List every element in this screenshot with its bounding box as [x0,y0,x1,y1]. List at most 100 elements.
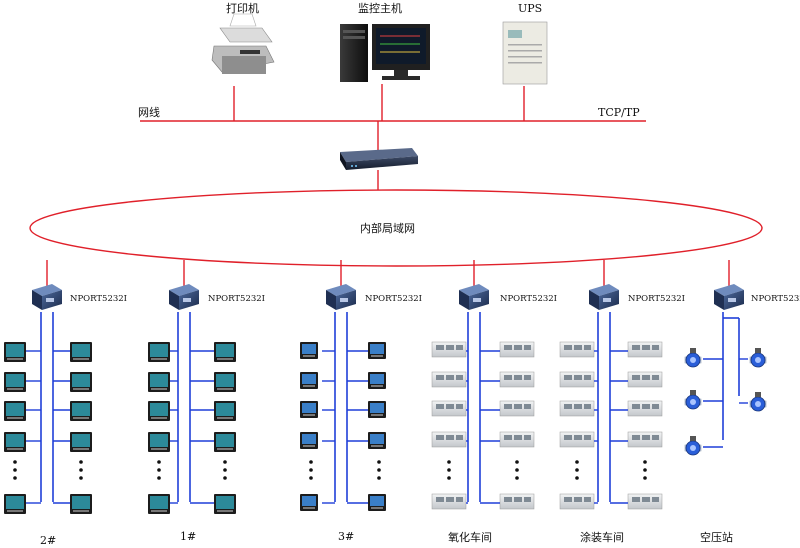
ellipsis-dot [643,460,647,464]
printer-icon [211,13,275,74]
ellipsis-dot [575,476,579,480]
nport-converter-icon [169,284,199,310]
din-rail-meter-icon [499,341,535,358]
ellipsis-dot [447,460,451,464]
ellipsis-dot [515,460,519,464]
power-meter-icon [70,432,92,452]
ethernet-backbone [140,84,646,190]
group-name-label: 氧化车间 [448,530,492,544]
din-rail-meter-icon [559,341,595,358]
device-group-氧化车间: NPORT5232I 氧化车间 [431,260,557,544]
power-meter-icon [148,372,170,392]
power-meter-blue-icon [368,372,386,389]
ellipsis-dot [575,468,579,472]
power-meter-icon [148,401,170,421]
group-name-label: 1# [180,530,196,543]
din-rail-meter-icon [559,493,595,510]
power-meter-blue-icon [368,432,386,449]
din-rail-meter-icon [431,341,467,358]
power-meter-blue-icon [300,401,318,418]
power-meter-blue-icon [300,494,318,511]
power-meter-icon [4,432,26,452]
ellipsis-dot [13,468,17,472]
network-cable-label: 网线 [138,105,160,119]
power-meter-icon [70,372,92,392]
device-group-涂装车间: NPORT5232I 涂装车间 [559,260,685,544]
ellipsis-dot [377,460,381,464]
ellipsis-dot [575,460,579,464]
power-meter-icon [4,494,26,514]
power-meter-icon [214,372,236,392]
ellipsis-dot [223,460,227,464]
ellipsis-dot [79,476,83,480]
din-rail-meter-icon [431,371,467,388]
converter-label: NPORT5232I [628,294,685,304]
flowmeter-icon [684,390,702,410]
ellipsis-dot [157,476,161,480]
power-meter-icon [214,342,236,362]
din-rail-meter-icon [431,400,467,417]
ellipsis-dot [643,468,647,472]
din-rail-meter-icon [499,371,535,388]
monitor-host-label: 监控主机 [358,1,402,15]
flowmeter-icon [684,348,702,368]
power-meter-icon [148,432,170,452]
power-meter-icon [70,401,92,421]
power-meter-blue-icon [368,494,386,511]
ellipsis-dot [515,468,519,472]
power-meter-icon [4,372,26,392]
ellipsis-dot [309,460,313,464]
converter-label: NPORT5232I [70,294,127,304]
ellipsis-dot [79,468,83,472]
power-meter-icon [148,342,170,362]
power-meter-blue-icon [300,342,318,359]
ellipsis-dot [79,460,83,464]
nport-converter-icon [589,284,619,310]
protocol-label: TCP/TP [598,106,640,119]
converter-label: NPORT5232I [751,294,800,304]
ellipsis-dot [223,468,227,472]
lan-ring [29,189,763,267]
din-rail-meter-icon [627,493,663,510]
din-rail-meter-icon [627,400,663,417]
network-switch-icon [340,148,418,170]
power-meter-icon [4,342,26,362]
power-meter-icon [70,342,92,362]
ellipsis-dot [447,476,451,480]
converter-label: NPORT5232I [365,294,422,304]
din-rail-meter-icon [499,493,535,510]
monitor-host-icon [340,24,430,82]
ellipsis-dot [309,476,313,480]
din-rail-meter-icon [431,493,467,510]
power-meter-icon [70,494,92,514]
nport-converter-icon [459,284,489,310]
din-rail-meter-icon [559,431,595,448]
ellipsis-dot [223,476,227,480]
ups-icon [502,21,548,85]
din-rail-meter-icon [627,341,663,358]
din-rail-meter-icon [627,431,663,448]
converter-label: NPORT5232I [500,294,557,304]
flowmeter-icon [684,436,702,456]
ellipsis-dot [13,460,17,464]
ellipsis-dot [447,468,451,472]
flowmeter-icon [749,392,767,412]
ellipsis-dot [643,476,647,480]
power-meter-icon [214,494,236,514]
din-rail-meter-icon [499,431,535,448]
ellipsis-dot [157,460,161,464]
ellipsis-dot [515,476,519,480]
group-name-label: 涂装车间 [580,530,624,544]
device-group-空压站: NPORT5232I空压站 [684,260,800,544]
din-rail-meter-icon [559,400,595,417]
flowmeter-icon [749,348,767,368]
power-meter-blue-icon [300,372,318,389]
din-rail-meter-icon [431,431,467,448]
ellipsis-dot [309,468,313,472]
din-rail-meter-icon [499,400,535,417]
device-groups: NPORT5232I2#NPORT5232I1#NPORT5232I3#NPOR… [4,260,800,547]
